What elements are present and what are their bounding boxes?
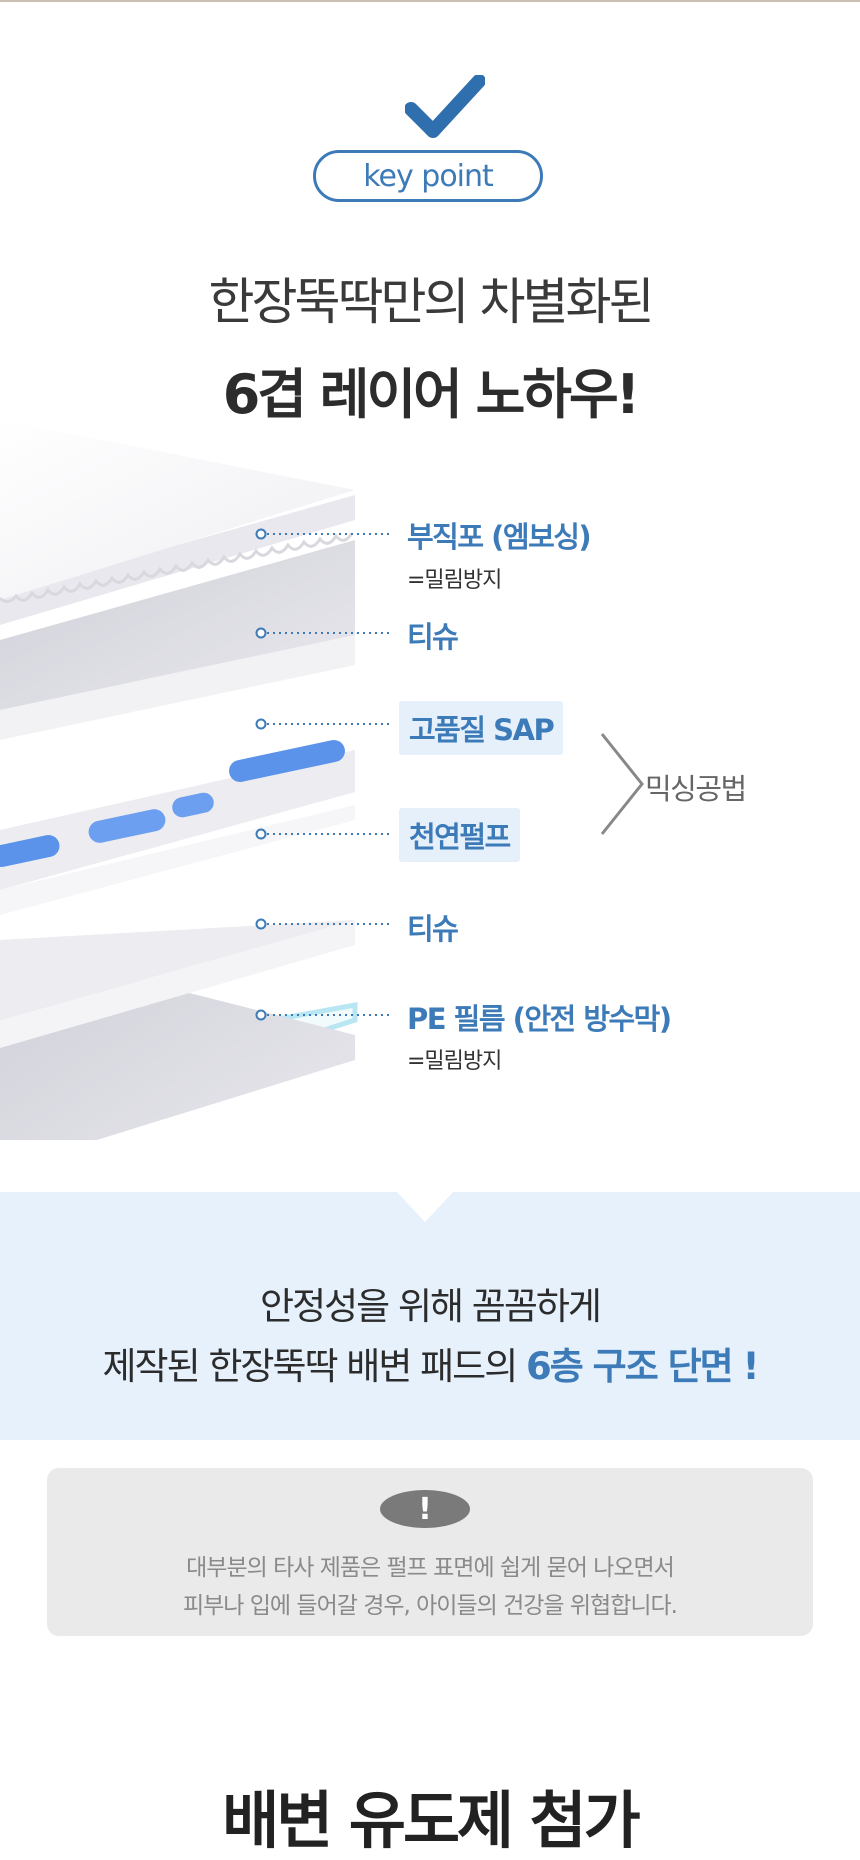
layer-label-pulp: 천연펄프	[399, 808, 520, 862]
summary-line2-prefix: 제작된 한장뚝딱 배변 패드의	[102, 1345, 527, 1388]
sap-granule	[229, 740, 345, 782]
connector-line	[255, 627, 390, 639]
key-point-badge: key point	[313, 150, 543, 202]
sap-granule	[88, 809, 166, 843]
warning-line2: 피부나 입에 들어갈 경우, 아이들의 건강을 위협합니다.	[182, 1593, 678, 1619]
headline-line2: 6겹 레이어 노하우!	[222, 363, 641, 426]
headline-line1: 한장뚝딱만의 차별화된	[208, 273, 655, 331]
layer-note-pe-film: =밀림방지	[407, 1049, 502, 1074]
tissue-layer-1	[0, 540, 355, 710]
sap-granule	[0, 835, 60, 867]
exclamation-glyph: !	[418, 1491, 432, 1527]
key-point-label: key point	[363, 158, 494, 194]
layer-label-sap: 고품질 SAP	[399, 701, 564, 755]
tissue-layer-2-top	[0, 920, 355, 1020]
connector-line	[255, 718, 390, 730]
connector-line	[255, 528, 390, 540]
connector-line	[255, 918, 390, 930]
checkmark-icon	[405, 75, 485, 138]
summary-line2: 제작된 한장뚝딱 배변 패드의 6층 구조 단면 !	[0, 1336, 860, 1390]
layer-label-tissue-2: 티슈	[407, 912, 459, 946]
warning-line1: 대부분의 타사 제품은 펄프 표면에 쉽게 묻어 나오면서	[186, 1555, 675, 1581]
layer-stack-illustration	[0, 420, 358, 1140]
bracket-icon	[600, 733, 644, 835]
sap-layer	[0, 750, 355, 890]
connector-line	[255, 1009, 390, 1021]
summary-line1: 안정성을 위해 꼼꼼하게	[260, 1285, 602, 1328]
band-notch	[395, 1190, 455, 1222]
layer-label-pe-film: PE 필름 (안전 방수막)	[407, 1002, 672, 1036]
summary-emphasis: 6층 구조 단면	[526, 1345, 734, 1388]
mixing-method-label: 믹싱공법	[645, 772, 747, 806]
layer-label-tissue: 티슈	[407, 620, 459, 654]
layer-note-nonwoven: =밀림방지	[407, 568, 502, 593]
top-divider	[0, 0, 860, 2]
section-title: 배변 유도제 첨가	[222, 1784, 640, 1857]
sap-granule	[172, 792, 214, 818]
summary-suffix: !	[731, 1345, 760, 1388]
layer-label-nonwoven: 부직포 (엠보싱)	[407, 520, 592, 554]
connector-line	[255, 828, 390, 840]
nonwoven-layer	[0, 420, 355, 600]
summary-band	[0, 1192, 860, 1440]
exclamation-icon: !	[380, 1490, 470, 1528]
